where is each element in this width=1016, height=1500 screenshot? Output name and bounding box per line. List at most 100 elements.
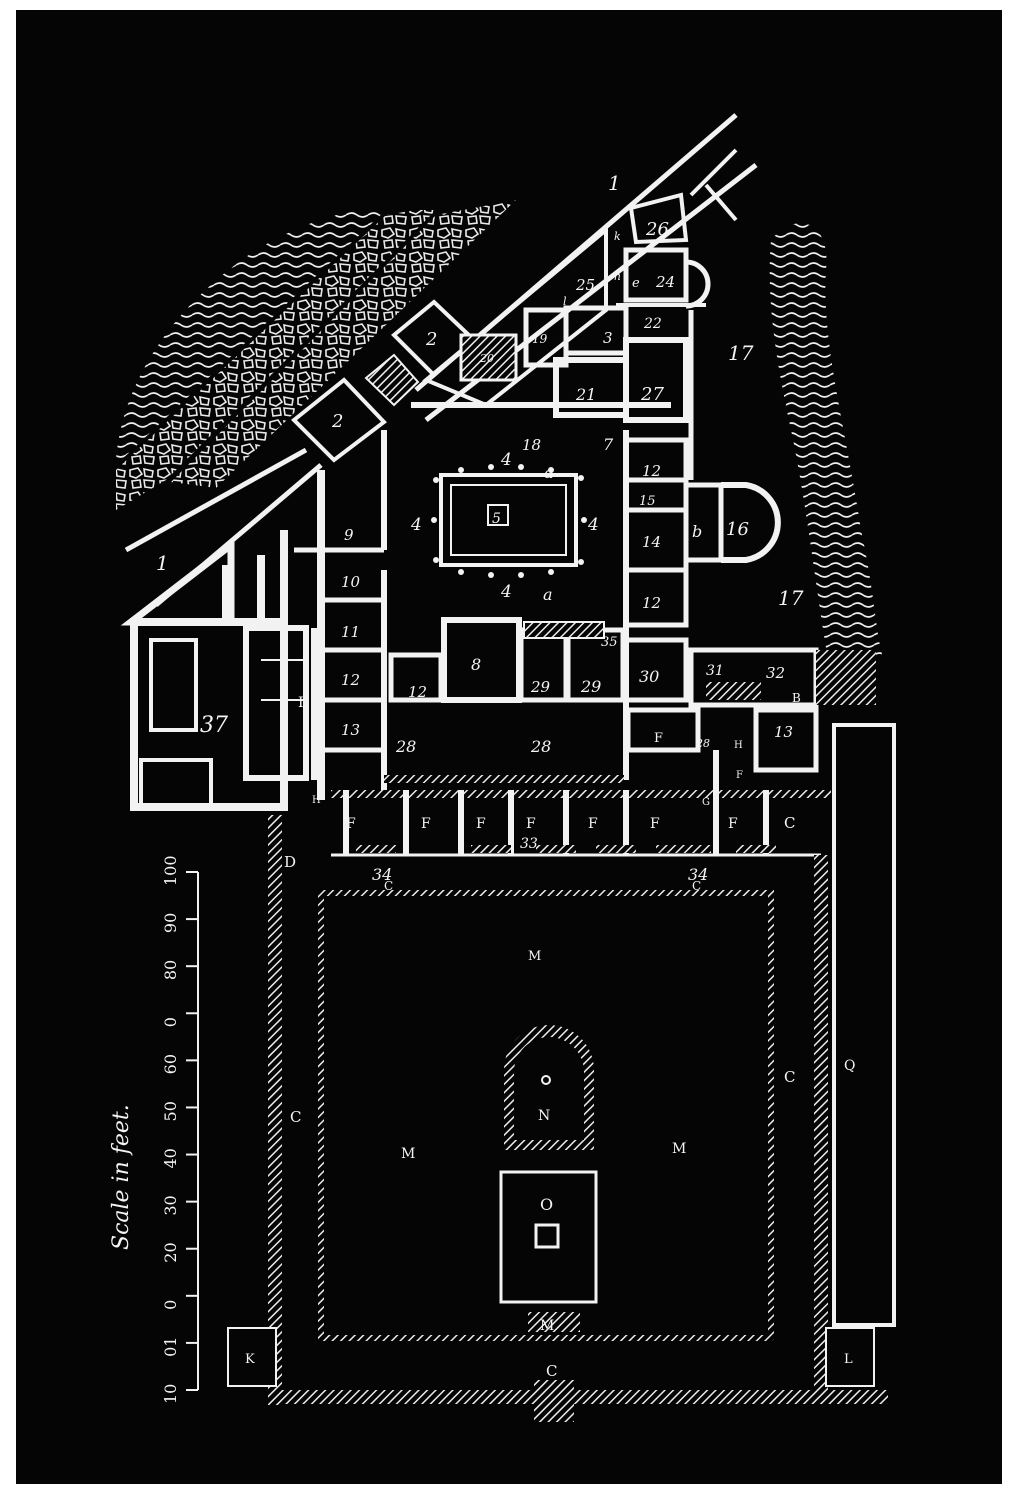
label-M1: M <box>528 949 541 964</box>
scale-tick-label: 50 <box>161 1101 180 1121</box>
atrium-block <box>294 402 671 800</box>
label-H1: H <box>312 795 321 806</box>
garden-texture <box>769 223 884 660</box>
label-r30: 30 <box>639 667 659 686</box>
label-L: L <box>844 1352 853 1367</box>
scale-tick-label: 20 <box>161 1242 180 1262</box>
label-r24: 24 <box>655 273 675 291</box>
scale-tick-label: 100 <box>161 855 180 886</box>
label-r37: 37 <box>200 713 228 738</box>
scale-tick-label: 0 <box>161 1017 180 1027</box>
label-F7: F <box>728 816 738 832</box>
label-r26: 26 <box>645 219 669 240</box>
scale-title: Scale in feet. <box>109 1104 134 1250</box>
label-r8: 8 <box>471 655 481 674</box>
label-r4d: 4 <box>500 582 512 602</box>
label-r10: 10 <box>341 573 361 591</box>
label-r7: 7 <box>603 435 614 454</box>
south-house-rooms <box>384 617 876 783</box>
label-M3: M <box>672 1141 686 1157</box>
label-garden-17b: 17 <box>778 586 804 610</box>
label-r31: 31 <box>706 663 724 679</box>
label-r28c: 28 <box>695 737 710 750</box>
label-D: D <box>284 853 296 871</box>
label-r12a: 12 <box>341 671 360 689</box>
north-rooms <box>422 192 711 480</box>
label-r19: 19 <box>532 332 548 346</box>
label-r13b: 13 <box>774 723 793 741</box>
label-r4a: 4 <box>500 450 512 470</box>
room-labels: 1 1 2 2 3 4 4 4 4 5 7 8 9 10 11 12 12 12… <box>156 171 855 1380</box>
label-Q: Q <box>844 1058 855 1074</box>
label-r34a: 34 <box>372 865 392 884</box>
label-C1: C <box>384 879 393 893</box>
label-F3: F <box>476 816 486 832</box>
label-F2: F <box>421 816 431 832</box>
west-wing <box>120 530 317 811</box>
east-rooms <box>623 437 781 628</box>
label-F1: F <box>346 816 356 832</box>
label-r16: 16 <box>726 519 749 540</box>
label-F8: F <box>654 731 663 746</box>
label-r21: 21 <box>575 385 596 404</box>
floor-plan: 1 1 2 2 3 4 4 4 4 5 7 8 9 10 11 12 12 12… <box>109 113 896 1422</box>
label-stair-20: 20 <box>479 352 494 365</box>
label-r27a: 27 <box>640 384 664 405</box>
scale-tick-label: 40 <box>161 1148 180 1168</box>
label-a1: a <box>544 463 554 482</box>
label-street-1a: 1 <box>156 551 169 575</box>
hillside-texture <box>116 200 516 510</box>
label-r33a: 33 <box>520 836 538 852</box>
label-r11: 11 <box>341 623 360 641</box>
label-e1: e <box>632 276 640 291</box>
label-garden-17a: 17 <box>728 341 754 365</box>
label-C6: C <box>546 1362 557 1380</box>
label-a2: a <box>543 585 553 604</box>
label-r4b: 4 <box>410 515 422 535</box>
label-l1: l <box>563 295 567 308</box>
label-r32: 32 <box>766 664 785 682</box>
label-r4c: 4 <box>587 515 599 535</box>
scale-tick-label: 10 <box>161 1384 180 1404</box>
label-r9: 9 <box>344 526 354 544</box>
label-r14: 14 <box>642 533 661 551</box>
label-r12c: 12 <box>642 462 661 480</box>
label-F4: F <box>526 816 536 832</box>
label-C3: C <box>784 814 795 832</box>
label-M2: M <box>401 1146 415 1162</box>
scale-tick-label: 60 <box>161 1054 180 1074</box>
label-B: B <box>792 691 801 705</box>
label-h1: h <box>614 270 621 283</box>
label-r35: 35 <box>601 635 618 650</box>
scale-tick-label: 90 <box>161 913 180 933</box>
label-street-1b: 1 <box>608 171 621 195</box>
scale-tick-label: 80 <box>161 960 180 980</box>
label-K: K <box>245 1352 255 1367</box>
label-N: N <box>538 1108 550 1124</box>
label-F5: F <box>588 816 598 832</box>
label-r28b: 28 <box>530 737 551 756</box>
label-k1: k <box>614 230 621 243</box>
label-entrance-2a: 2 <box>331 411 343 432</box>
label-impluvium-5: 5 <box>492 511 501 527</box>
scale-tick-label: 30 <box>161 1195 180 1215</box>
label-r12b: 12 <box>408 683 427 701</box>
label-I: I <box>298 695 304 711</box>
label-r28a: 28 <box>395 737 416 756</box>
label-b1: b <box>692 522 702 541</box>
label-r25: 25 <box>575 276 595 294</box>
atrium <box>431 464 587 578</box>
label-r3: 3 <box>603 329 613 347</box>
label-F9: F <box>736 770 743 781</box>
label-C2: C <box>692 879 701 893</box>
temple <box>499 1025 598 1304</box>
label-H2: H <box>734 740 743 751</box>
scale-tick-label: 01 <box>161 1337 180 1357</box>
label-entrance-2b: 2 <box>425 329 437 350</box>
label-C4: C <box>784 1068 795 1086</box>
plan-plate: 1 1 2 2 3 4 4 4 4 5 7 8 9 10 11 12 12 12… <box>16 10 1002 1484</box>
forum <box>227 723 896 1422</box>
label-r12d: 12 <box>642 594 661 612</box>
